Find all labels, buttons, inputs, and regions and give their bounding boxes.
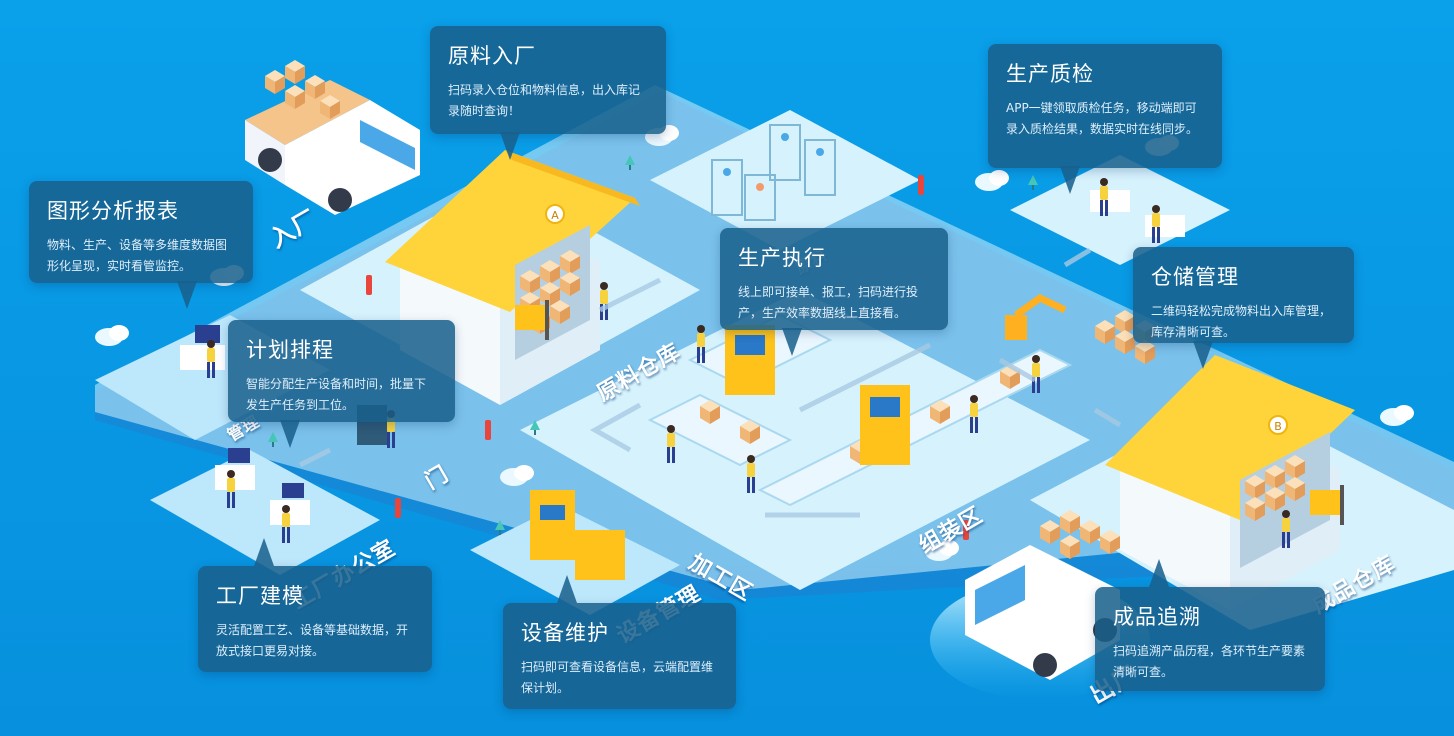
fire-extinguishers (366, 175, 969, 540)
card-traceability: 成品追溯 扫码追溯产品历程，各环节生产要素清晰可查。 (1095, 559, 1325, 691)
quality-desks (1090, 178, 1185, 243)
robot-arm (1005, 293, 1067, 340)
card-planning-title: 计划排程 (246, 338, 334, 362)
storage-shelves (711, 124, 836, 221)
card-report-title: 图形分析报表 (47, 199, 179, 223)
card-production-exec-desc: 线上即可接单、报工，扫码进行投产，生产效率数据线上直接看。 (738, 285, 919, 320)
card-factory-model-title: 工厂建模 (216, 584, 304, 608)
forklift-finished (1310, 485, 1344, 525)
card-equipment-maint-desc: 扫码即可查看设备信息，云端配置维保计划。 (521, 660, 714, 695)
flow-arrows (298, 247, 1122, 518)
card-production-exec-title: 生产执行 (738, 246, 826, 270)
machine-yellow-1 (725, 325, 775, 395)
truck-outbound (965, 510, 1120, 680)
card-quality-check: 生产质检 APP一键领取质检任务，移动端即可录入质检结果，数据实时在线同步。 (988, 44, 1222, 194)
finished-warehouse: B (1105, 355, 1355, 610)
report-desk (180, 325, 225, 378)
card-factory-model-desc: 灵活配置工艺、设备等基础数据，开放式接口更易对接。 (216, 623, 409, 658)
forklift-raw (515, 300, 549, 340)
card-equipment-maint: 设备维护 扫码即可查看设备信息，云端配置维保计划。 (503, 575, 736, 709)
card-warehouse-mgmt-title: 仓储管理 (1151, 265, 1239, 289)
card-raw-intake: 原料入厂 扫码录入仓位和物料信息，出入库记录随时查询！ (430, 26, 666, 160)
card-quality-check-title: 生产质检 (1006, 62, 1094, 86)
card-planning-desc: 智能分配生产设备和时间，批量下发生产任务到工位。 (246, 377, 427, 412)
card-traceability-desc: 扫码追溯产品历程，各环节生产要素清晰可查。 (1113, 644, 1306, 679)
office-desks (215, 448, 310, 543)
card-report-desc: 物料、生产、设备等多维度数据图形化呈现，实时看管监控。 (47, 238, 228, 273)
card-factory-model: 工厂建模 灵活配置工艺、设备等基础数据，开放式接口更易对接。 (198, 538, 432, 672)
equipment-machine (530, 490, 625, 580)
card-equipment-maint-title: 设备维护 (521, 621, 609, 645)
card-raw-intake-title: 原料入厂 (448, 44, 536, 68)
machine-yellow-2 (860, 385, 910, 465)
card-raw-intake-desc: 扫码录入仓位和物料信息，出入库记录随时查询！ (448, 83, 641, 118)
card-report: 图形分析报表 物料、生产、设备等多维度数据图形化呈现，实时看管监控。 (29, 181, 253, 309)
card-production-exec: 生产执行 线上即可接单、报工，扫码进行投产，生产效率数据线上直接看。 (720, 228, 948, 356)
platform-process (520, 290, 1090, 590)
finished-warehouse-badge: B (1274, 420, 1282, 433)
card-planning: 计划排程 智能分配生产设备和时间，批量下发生产任务到工位。 (228, 320, 455, 448)
card-warehouse-mgmt-desc: 二维码轻松完成物料出入库管理，库存清晰可查。 (1151, 304, 1332, 339)
card-quality-check-desc: APP一键领取质检任务，移动端即可录入质检结果，数据实时在线同步。 (1006, 101, 1199, 136)
platform-office (150, 450, 380, 575)
raw-warehouse-badge: A (551, 209, 559, 222)
truck-inbound (245, 60, 420, 215)
card-traceability-title: 成品追溯 (1113, 605, 1201, 629)
card-warehouse-mgmt: 仓储管理 二维码轻松完成物料出入库管理，库存清晰可查。 (1133, 247, 1354, 369)
